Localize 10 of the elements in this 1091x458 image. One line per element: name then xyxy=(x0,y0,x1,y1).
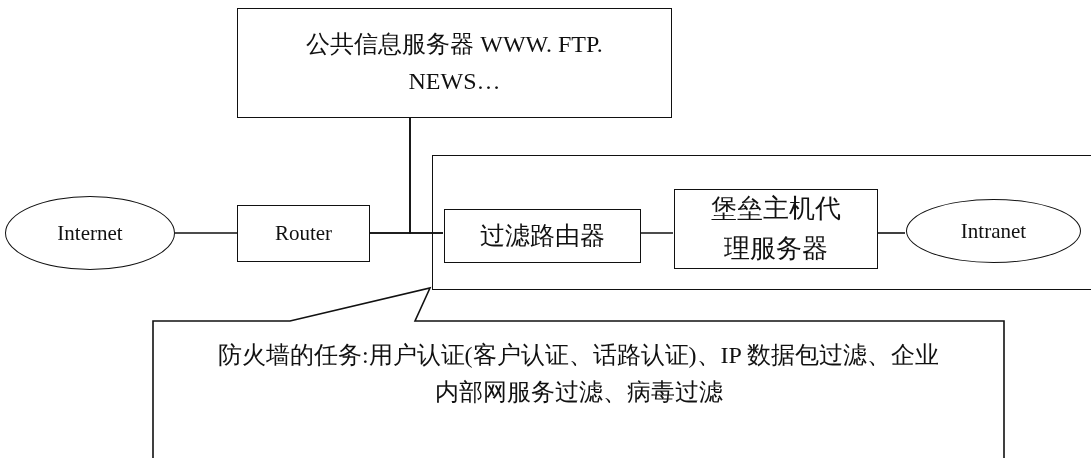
router-box: 过滤路由器 xyxy=(444,209,641,263)
connector-line xyxy=(639,232,674,234)
connector-line xyxy=(409,117,444,234)
router-box: Router xyxy=(237,205,370,262)
firewall-box xyxy=(432,155,1091,290)
server-box: 堡垒主机代理服务器 xyxy=(674,189,878,269)
connector-line xyxy=(876,232,906,234)
server-box: 公共信息服务器 WWW. FTP. NEWS… xyxy=(237,8,672,118)
connector-line xyxy=(174,232,238,234)
callout-box: 防火墙的任务:用户认证(客户认证、话路认证)、IP 数据包过滤、企业内部网服务过滤、病毒过滤 xyxy=(152,285,1005,458)
